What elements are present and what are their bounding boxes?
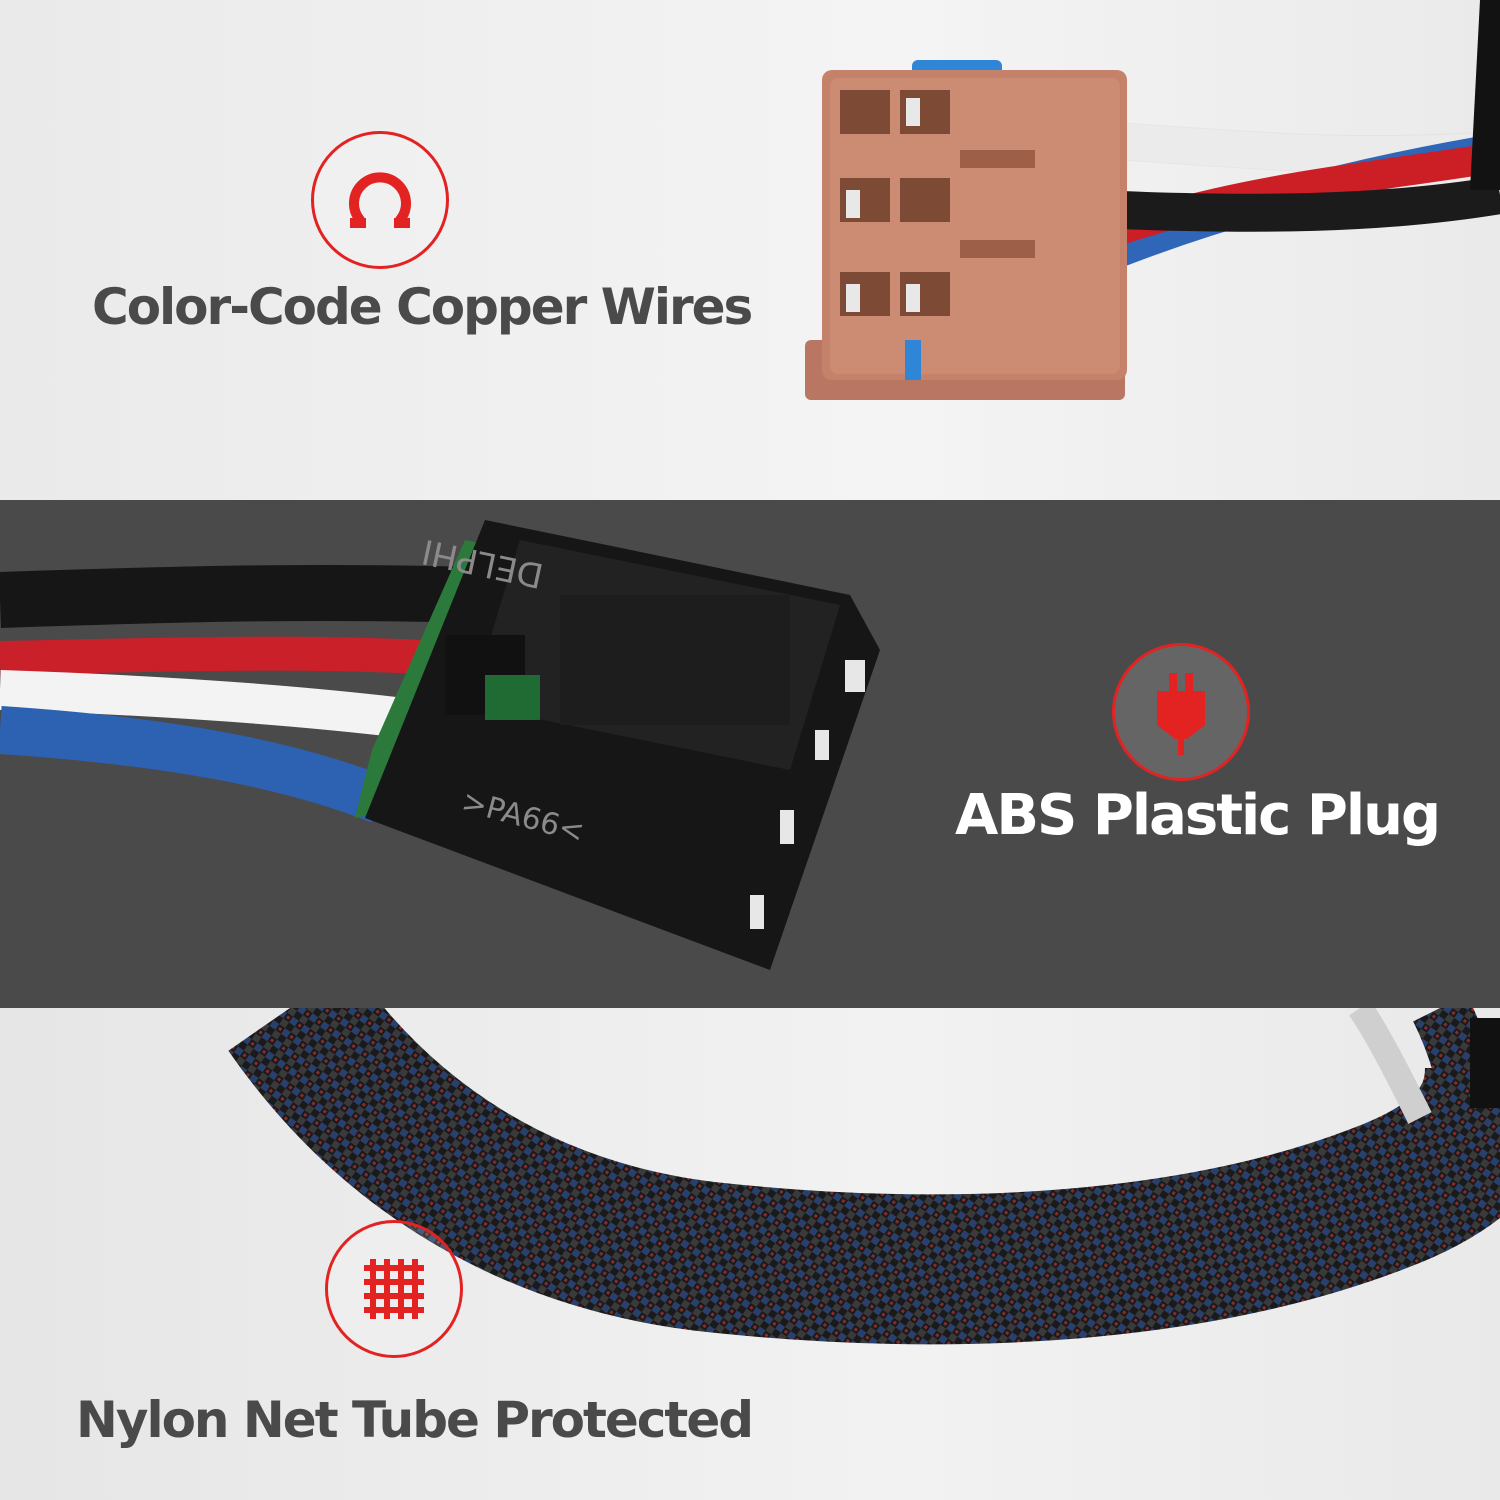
- feature-caption-copper-wires: Color-Code Copper Wires: [92, 278, 753, 336]
- black-connector-photo: DELPHI >PA66<: [0, 520, 880, 970]
- feature-panel-copper-wires: Color-Code Copper Wires: [0, 0, 1500, 500]
- plug-icon: [1112, 643, 1250, 781]
- braided-tube-photo: [228, 1008, 1500, 1345]
- net-grid-icon: [325, 1220, 463, 1358]
- feature-caption-abs-plug: ABS Plastic Plug: [955, 783, 1441, 848]
- feature-panel-nylon-tube: Nylon Net Tube Protected: [0, 1008, 1500, 1500]
- copper-coil-icon: [311, 131, 449, 269]
- feature-panel-abs-plug: DELPHI >PA66< cxmotors2015 ABS Plastic P…: [0, 500, 1500, 1008]
- feature-caption-nylon-tube: Nylon Net Tube Protected: [76, 1391, 754, 1449]
- brown-connector-photo: [805, 0, 1500, 400]
